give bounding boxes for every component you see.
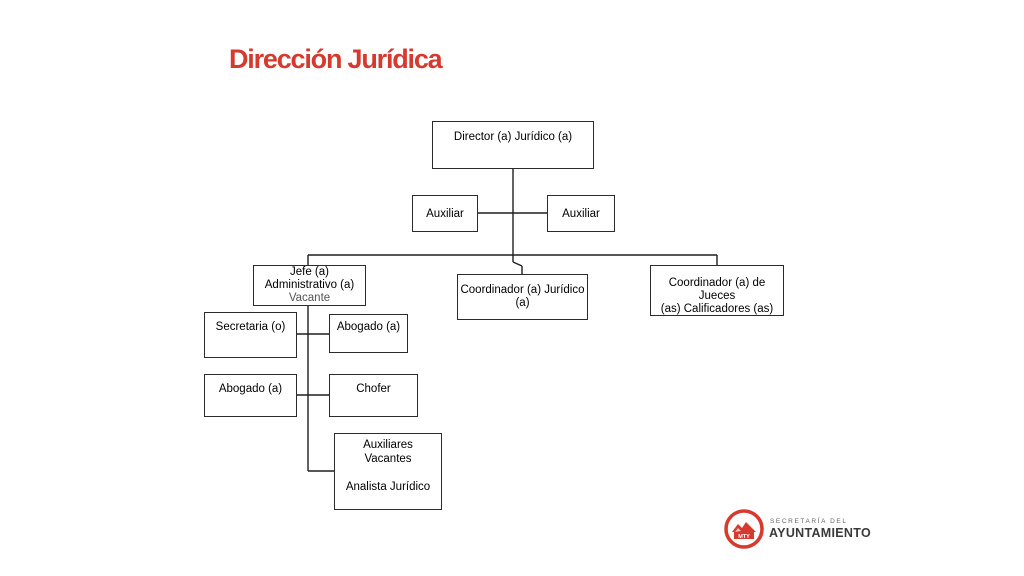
secretaria-box: Secretaria (o) [204,312,297,358]
jefe-box: Jefe (a) Administrativo (a) Vacante [253,265,366,306]
auxiliar-right-box: Auxiliar [547,195,615,232]
chofer-label: Chofer [356,383,391,395]
coordinador-juridico-label: Coordinador (a) Jurídico (a) [460,284,585,309]
logo-line1: SECRETARÍA DEL [770,518,848,525]
coordinador-juridico-box: Coordinador (a) Jurídico (a) [457,274,588,320]
director-box: Director (a) Jurídico (a) [432,121,594,169]
abogado-top-label: Abogado (a) [336,321,401,333]
ayuntamiento-logo: MTY SECRETARÍA DEL AYUNTAMIENTO [723,507,873,551]
abogado-top-box: Abogado (a) [329,314,408,353]
page-title: Dirección Jurídica [229,44,443,74]
abogado-bottom-label: Abogado (a) [218,383,283,395]
coordinador-jueces-box: Coordinador (a) de Jueces (as) Calificad… [650,265,784,316]
secretaria-label: Secretaria (o) [215,321,286,333]
auxiliar-right-label: Auxiliar [562,208,600,220]
auxiliares-label: Auxiliares Vacantes Analista Jurídico [345,439,431,493]
jefe-label: Jefe (a) Administrativo (a) [264,266,355,291]
coordinador-jueces-label: Coordinador (a) de Jueces (as) Calificad… [660,277,774,315]
abogado-bottom-box: Abogado (a) [204,374,297,417]
auxiliares-box: Auxiliares Vacantes Analista Jurídico [334,433,442,510]
mty-seal-icon: MTY [724,509,764,549]
logo-line2: AYUNTAMIENTO [769,526,871,540]
logo-mark: MTY [738,534,750,540]
auxiliar-left-label: Auxiliar [426,208,464,220]
auxiliar-left-box: Auxiliar [412,195,478,232]
chofer-box: Chofer [329,374,418,417]
jefe-status: Vacante [288,292,331,304]
director-label: Director (a) Jurídico (a) [453,131,573,143]
